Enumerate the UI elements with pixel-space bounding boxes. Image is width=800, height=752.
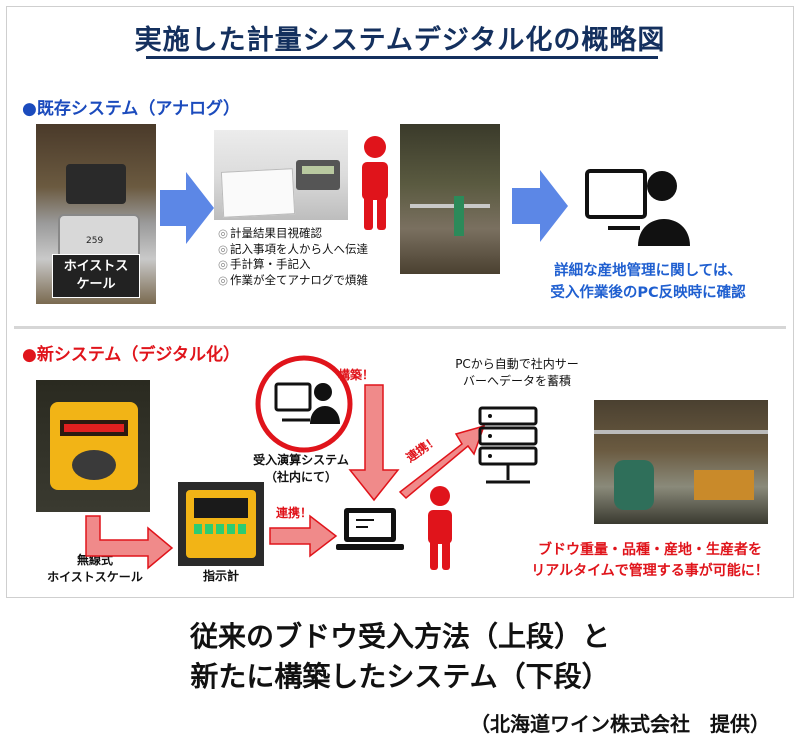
new-note-line1: ブドウ重量・品種・産地・生産者を [538,542,762,558]
server-icon [478,406,538,484]
calc-system-icon [255,355,353,453]
server-label-line2: バーへデータを蓄積 [462,374,571,388]
calc-system-label-line1: 受入演算システム [253,453,349,467]
server-label: PCから自動で社内サー バーへデータを蓄積 [432,356,602,390]
pc-user-icon [585,169,690,246]
server-label-line1: PCから自動で社内サー [455,357,579,371]
link-arrow-icon [85,515,174,570]
analog-issues-list: 計量結果目視確認 記入事項を人から人へ伝達 手計算・手記入 作業が全てアナログで… [218,226,368,288]
existing-system-heading: ●既存システム（アナログ） [22,99,240,119]
existing-note-line1: 詳細な産地管理に関しては、 [554,263,742,279]
existing-note-line2: 受入作業後のPC反映時に確認 [550,285,746,301]
analog-issue-item: 計量結果目視確認 [218,226,368,242]
new-note-line2: リアルタイムで管理する事が可能に！ [531,563,769,579]
link-label: 連携！ [276,506,313,520]
section-divider [14,326,786,329]
calc-system-label: 受入演算システム （社内にて） [226,452,376,486]
laptop-icon [336,508,404,550]
figure-credit: （北海道ワイン株式会社 提供） [470,712,770,736]
existing-system-note: 詳細な産地管理に関しては、 受入作業後のPC反映時に確認 [520,260,776,304]
flow-arrow-icon [512,170,568,242]
analog-issue-item: 作業が全てアナログで煩雑 [218,273,368,289]
figure-caption-line1: 従来のブドウ受入方法（上段）と [189,620,610,653]
new-system-heading: ●新システム（デジタル化） [22,345,240,365]
facility-worker-photo [400,124,500,274]
new-system-note: ブドウ重量・品種・産地・生産者を リアルタイムで管理する事が可能に！ [518,540,782,582]
indicator-label: 指示計 [202,569,239,583]
facility-photo [594,400,768,524]
desk-records-photo [214,130,348,220]
calc-system-label-line2: （社内にて） [264,470,337,484]
hoist-scale-label-line2: ケール [76,277,116,292]
figure-caption-line2: 新たに構築したシステム（下段） [190,660,610,693]
analog-issue-item: 手計算・手記入 [218,257,368,273]
wireless-scale-photo [36,380,150,512]
hoist-scale-label: ホイストス ケール [52,254,140,298]
person-icon [428,486,452,570]
link-arrow-icon [269,514,338,558]
build-arrow-icon [348,384,400,502]
indicator-photo [178,482,264,566]
diagram-title: 実施した計量システムデジタル化の概略図 [134,25,666,56]
wireless-scale-label-line2: ホイストスケール [47,570,143,584]
title-underline [146,56,658,59]
build-label: 構築！ [338,368,375,382]
hoist-scale-label-line1: ホイストス [63,259,129,274]
analog-issue-item: 記入事項を人から人へ伝達 [218,242,368,258]
flow-arrow-icon [160,172,214,244]
person-icon [362,136,388,230]
